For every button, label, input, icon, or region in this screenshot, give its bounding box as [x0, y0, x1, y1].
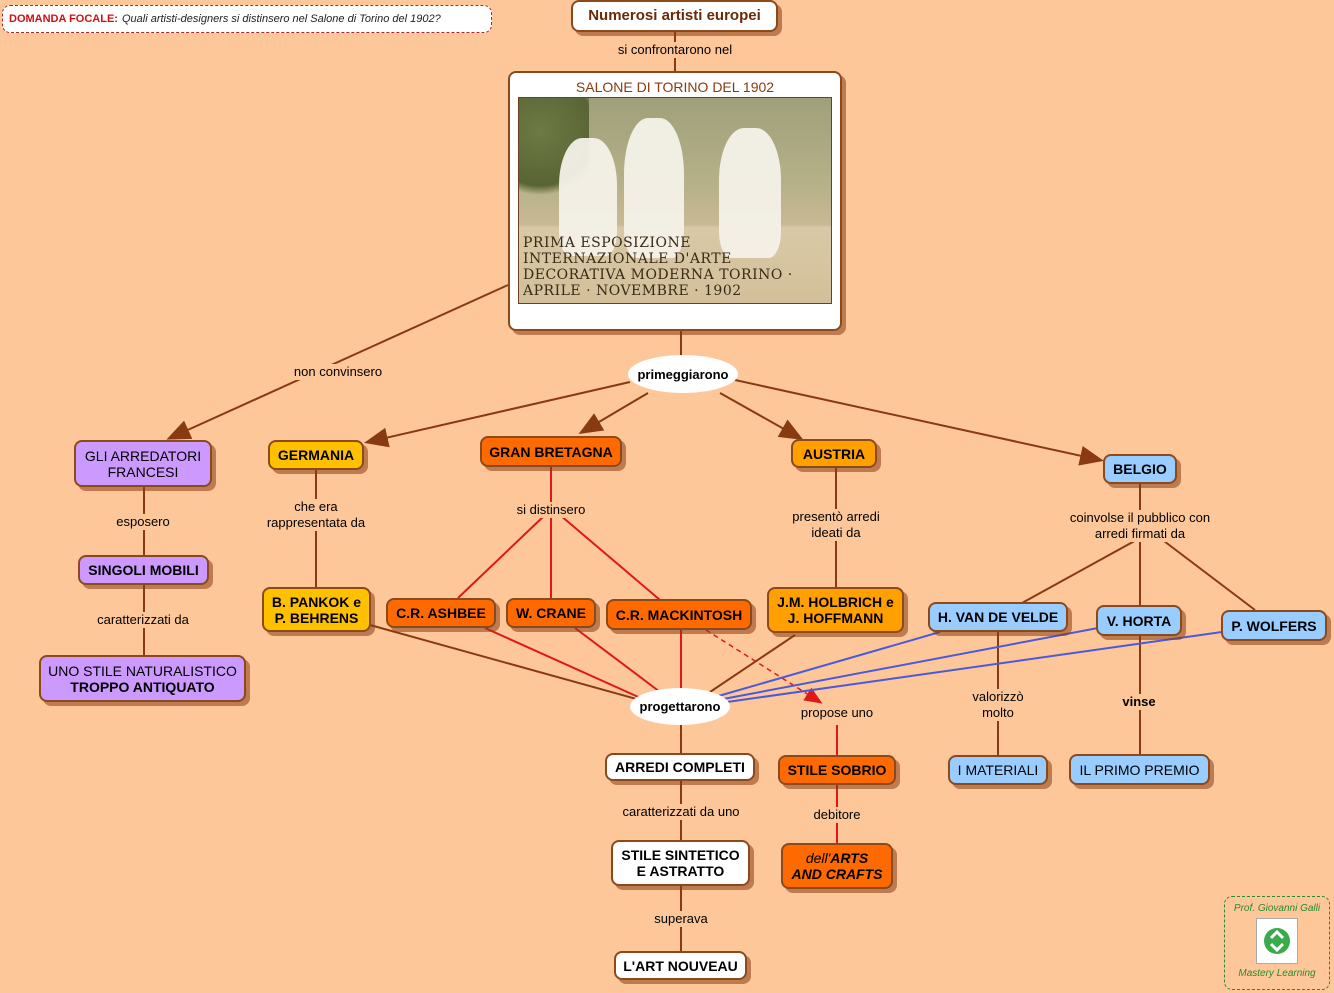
node-wolfers[interactable]: P. WOLFERS	[1221, 610, 1327, 641]
focal-text: Quali artisti-designers si distinsero ne…	[121, 13, 441, 25]
node-crane[interactable]: W. CRANE	[506, 598, 596, 628]
arredi-completi-text: ARREDI COMPLETI	[615, 759, 745, 775]
node-arredi-completi[interactable]: ARREDI COMPLETI	[605, 753, 755, 781]
link-germania	[364, 381, 631, 448]
arredatori-francesi-text: GLI ARREDATORI FRANCESI	[84, 447, 202, 480]
link-belgio-vandevelde	[1021, 537, 1141, 604]
node-salone-torino[interactable]: SALONE DI TORINO DEL 1902 PRIMA ESPOSIZI…	[508, 71, 842, 331]
ashbee-text: C.R. ASHBEE	[396, 605, 486, 621]
badge-brand: Mastery Learning	[1238, 968, 1316, 979]
link-vandevelde-progettarono	[714, 631, 941, 698]
arts-prefix: dell'	[805, 850, 831, 866]
label-vinse: vinse	[1120, 694, 1158, 710]
stile-sintetico-text: STILE SINTETICO E ASTRATTO	[621, 847, 740, 879]
poster-text: PRIMA ESPOSIZIONE INTERNAZIONALE D'ARTE …	[523, 235, 793, 299]
node-primeggiarono[interactable]: primeggiarono	[628, 355, 738, 393]
materiali-text: I MATERIALI	[957, 762, 1039, 778]
label-caratterizzati: caratterizzati da	[95, 612, 191, 628]
stile-sobrio-text: STILE SOBRIO	[787, 762, 887, 778]
label-caratterizzati-uno: caratterizzati da uno	[620, 804, 742, 820]
link-granbretagna	[578, 392, 649, 435]
node-pankok-behrens[interactable]: B. PANKOK e P. BEHRENS	[262, 587, 371, 632]
link-austria	[719, 392, 804, 440]
link-non-convinsero	[166, 284, 509, 440]
node-arts-and-crafts[interactable]: dell'ARTS AND CRAFTS	[781, 843, 893, 889]
node-stile-sobrio[interactable]: STILE SOBRIO	[778, 755, 896, 785]
node-progettarono[interactable]: progettarono	[630, 688, 730, 725]
node-horta[interactable]: V. HORTA	[1096, 605, 1182, 636]
focal-label: DOMANDA FOCALE:	[9, 13, 118, 25]
label-distinsero: si distinsero	[514, 502, 588, 518]
node-artisti-europei-text: Numerosi artisti europei	[588, 7, 761, 24]
van-de-velde-text: H. VAN DE VELDE	[937, 609, 1059, 625]
label-presento: presentò arredi ideati da	[790, 509, 882, 541]
label-propose: propose uno	[798, 705, 876, 721]
primo-premio-text: IL PRIMO PREMIO	[1079, 761, 1200, 778]
label-valorizzo: valorizzò molto	[970, 689, 1026, 721]
link-horta-progettarono	[717, 627, 1099, 701]
badge-author: Prof. Giovanni Galli	[1233, 903, 1321, 914]
link-wolfers-progettarono	[719, 631, 1223, 704]
primeggiarono-text: primeggiarono	[637, 366, 729, 382]
focal-question: DOMANDA FOCALE: Quali artisti-designers …	[2, 5, 492, 33]
austria-text: AUSTRIA	[802, 445, 866, 462]
link-pankok-progettarono	[369, 624, 641, 701]
label-non-convinsero: non convinsero	[291, 364, 385, 380]
wolfers-text: P. WOLFERS	[1231, 617, 1317, 634]
node-germania[interactable]: GERMANIA	[268, 440, 364, 470]
pankok-behrens-text: B. PANKOK e P. BEHRENS	[271, 593, 362, 626]
stile-naturalistico-line2: TROPPO ANTIQUATO	[70, 678, 215, 695]
poster-image: PRIMA ESPOSIZIONE INTERNAZIONALE D'ARTE …	[518, 97, 832, 304]
node-holbrich-hoffmann[interactable]: J.M. HOLBRICH e J. HOFFMANN	[767, 587, 904, 633]
crane-text: W. CRANE	[516, 605, 586, 621]
link-mackintosh-propose	[705, 629, 823, 704]
node-austria[interactable]: AUSTRIA	[791, 439, 877, 468]
node-ashbee[interactable]: C.R. ASHBEE	[386, 598, 496, 628]
node-gran-bretagna[interactable]: GRAN BRETAGNA	[480, 436, 622, 467]
link-belgio	[734, 379, 1104, 466]
progettarono-text: progettarono	[639, 699, 721, 714]
node-arredatori-francesi[interactable]: GLI ARREDATORI FRANCESI	[74, 440, 212, 487]
recycle-logo-icon	[1256, 918, 1298, 964]
label-coinvolse: coinvolse il pubblico con arredi firmati…	[1067, 510, 1213, 542]
gran-bretagna-text: GRAN BRETAGNA	[489, 443, 613, 460]
germania-text: GERMANIA	[277, 447, 355, 463]
label-superava: superava	[652, 911, 710, 927]
label-rappresentata: che era rappresentata da	[264, 499, 368, 531]
label-debitore: debitore	[811, 807, 863, 823]
node-mackintosh[interactable]: C.R. MACKINTOSH	[606, 599, 752, 630]
link-belgio-wolfers	[1159, 537, 1256, 611]
node-stile-sintetico[interactable]: STILE SINTETICO E ASTRATTO	[611, 840, 750, 886]
link-crane-progettarono	[574, 627, 661, 693]
label-confrontarono: si confrontarono nel	[615, 42, 735, 58]
node-primo-premio[interactable]: IL PRIMO PREMIO	[1069, 754, 1210, 785]
author-badge: Prof. Giovanni Galli Mastery Learning	[1224, 896, 1330, 990]
salone-title: SALONE DI TORINO DEL 1902	[575, 79, 775, 95]
mackintosh-text: C.R. MACKINTOSH	[615, 606, 743, 623]
node-belgio[interactable]: BELGIO	[1103, 454, 1177, 484]
link-holbrich-progettarono	[709, 634, 796, 693]
horta-text: V. HORTA	[1106, 612, 1172, 629]
art-nouveau-text: L'ART NOUVEAU	[623, 957, 738, 974]
belgio-text: BELGIO	[1113, 461, 1167, 477]
holbrich-hoffmann-text: J.M. HOLBRICH e J. HOFFMANN	[777, 594, 894, 626]
arts-and-crafts-text: dell'ARTS AND CRAFTS	[792, 850, 883, 882]
node-materiali[interactable]: I MATERIALI	[948, 755, 1048, 785]
singoli-mobili-text: SINGOLI MOBILI	[88, 562, 199, 578]
node-art-nouveau[interactable]: L'ART NOUVEAU	[614, 951, 747, 980]
node-stile-naturalistico[interactable]: UNO STILE NATURALISTICO TROPPO ANTIQUATO	[39, 655, 246, 702]
node-van-de-velde[interactable]: H. VAN DE VELDE	[928, 602, 1068, 632]
stile-naturalistico-line1: UNO STILE NATURALISTICO	[48, 662, 237, 679]
node-singoli-mobili[interactable]: SINGOLI MOBILI	[78, 555, 209, 585]
arts-name: ARTS AND CRAFTS	[791, 850, 883, 882]
link-ashbee-progettarono	[484, 627, 646, 701]
label-esposero: esposero	[114, 514, 172, 530]
link-gb-ashbee	[457, 514, 546, 599]
link-gb-mackintosh	[559, 514, 661, 601]
node-artisti-europei[interactable]: Numerosi artisti europei	[571, 0, 778, 32]
